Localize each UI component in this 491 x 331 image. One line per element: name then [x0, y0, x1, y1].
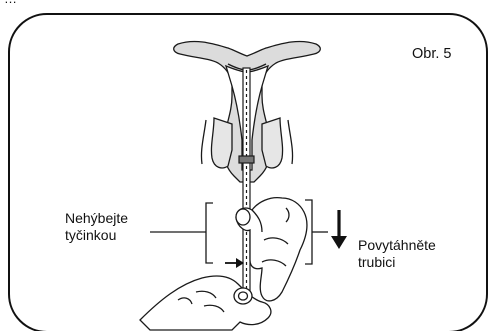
instruction-pull-tube-line1: Povytáhněte	[358, 237, 436, 254]
instruction-hold-rod: Nehýbejte tyčinkou	[65, 210, 128, 244]
left-bracket	[150, 203, 213, 263]
instruction-hold-rod-line1: Nehýbejte	[65, 210, 128, 227]
down-arrow-icon	[331, 210, 347, 249]
tube-flange	[239, 156, 254, 163]
lower-hand	[140, 276, 271, 330]
right-arrow-icon	[225, 258, 244, 268]
instruction-hold-rod-line2: tyčinkou	[65, 227, 128, 244]
instruction-pull-tube-line2: trubici	[358, 254, 436, 271]
right-bracket	[305, 200, 328, 264]
rod-ring	[234, 288, 252, 304]
instruction-pull-tube: Povytáhněte trubici	[358, 237, 436, 271]
header-fragment: …	[4, 0, 17, 7]
figure-label: Obr. 5	[412, 46, 452, 63]
